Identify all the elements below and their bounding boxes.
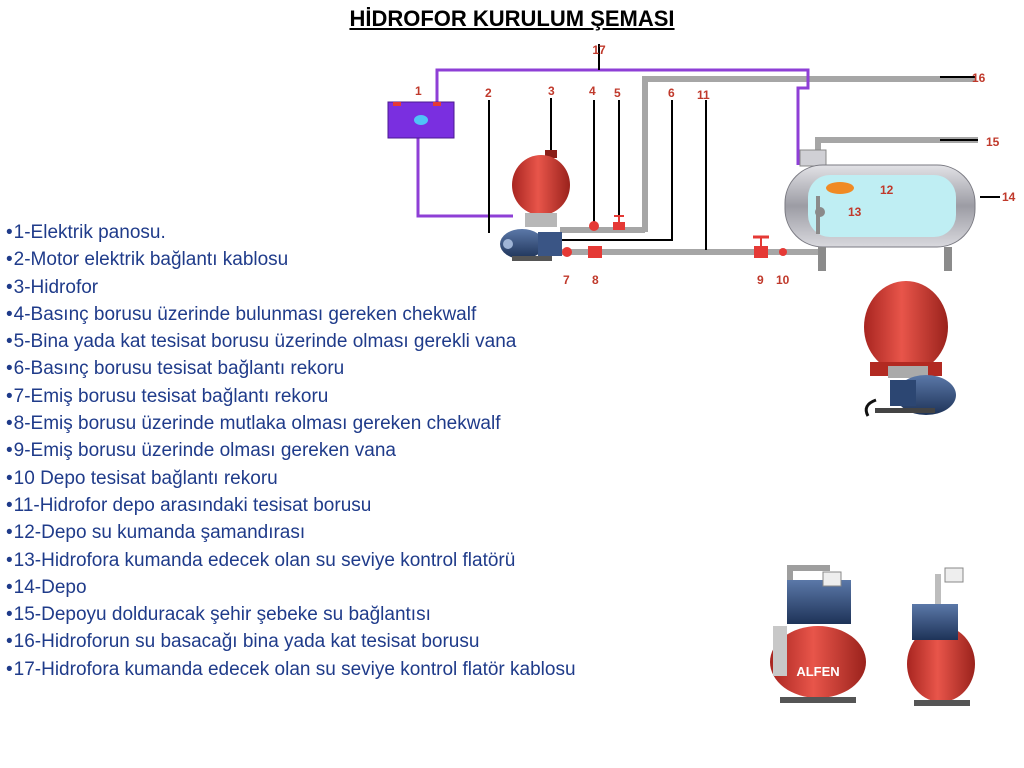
label-16: 16 bbox=[972, 71, 986, 85]
valve-5 bbox=[613, 222, 625, 230]
legend-item: •2-Motor elektrik bağlantı kablosu bbox=[6, 249, 289, 271]
label-8: 8 bbox=[592, 273, 599, 287]
legend-item: •5-Bina yada kat tesisat borusu üzerinde… bbox=[6, 331, 517, 353]
water-depot bbox=[784, 149, 976, 271]
component-legend: •1-Elektrik panosu. •2-Motor elektrik ba… bbox=[6, 219, 576, 683]
legend-item: •4-Basınç borusu üzerinde bulunması gere… bbox=[6, 303, 477, 325]
label-2: 2 bbox=[485, 86, 492, 100]
label-14: 14 bbox=[1002, 190, 1016, 204]
label-5: 5 bbox=[614, 86, 621, 100]
legend-item: •9-Emiş borusu üzerinde olması gereken v… bbox=[6, 440, 396, 462]
label-12: 12 bbox=[880, 183, 894, 197]
page-title: HİDROFOR KURULUM ŞEMASI bbox=[349, 6, 675, 31]
pump-motor bbox=[500, 229, 544, 259]
pipe-15-city-supply bbox=[815, 137, 978, 152]
legend-item: •17-Hidrofora kumanda edecek olan su sev… bbox=[6, 658, 576, 680]
label-15: 15 bbox=[986, 135, 1000, 149]
check-valve-4 bbox=[589, 221, 599, 231]
legend-item: •14-Depo bbox=[6, 576, 87, 598]
union-10 bbox=[779, 248, 787, 256]
pipe-16-building bbox=[642, 76, 975, 232]
legend-item: •6-Basınç borusu tesisat bağlantı rekoru bbox=[6, 358, 345, 380]
hydrophore-product-photo-1 bbox=[864, 281, 956, 417]
hydrophore-unit bbox=[500, 150, 570, 261]
brand-label-alfen: ALFEN bbox=[796, 664, 839, 679]
check-valve-8 bbox=[588, 246, 602, 258]
cable-2-motor bbox=[416, 138, 513, 218]
pressure-tank bbox=[512, 155, 570, 215]
fittings bbox=[562, 215, 787, 258]
label-11: 11 bbox=[697, 88, 710, 102]
level-float-13 bbox=[815, 207, 825, 217]
legend-item: •7-Emiş borusu tesisat bağlantı rekoru bbox=[6, 385, 329, 407]
legend-item: •13-Hidrofora kumanda edecek olan su sev… bbox=[6, 549, 516, 571]
number-labels: 17 1 2 3 4 5 6 11 16 15 12 13 14 7 8 9 1… bbox=[415, 43, 1016, 287]
leader-lines bbox=[488, 44, 1000, 250]
label-3: 3 bbox=[548, 84, 555, 98]
leader-line-6 bbox=[560, 100, 673, 241]
label-6: 6 bbox=[668, 86, 675, 100]
legend-item: •11-Hidrofor depo arasındaki tesisat bor… bbox=[6, 494, 372, 516]
legend-item: •12-Depo su kumanda şamandırası bbox=[6, 522, 306, 544]
legend-item: •3-Hidrofor bbox=[6, 276, 99, 298]
electric-panel bbox=[387, 101, 455, 139]
legend-item: •15-Depoyu dolduracak şehir şebeke su ba… bbox=[6, 604, 431, 626]
panel-indicator-icon bbox=[414, 115, 428, 125]
valve-9 bbox=[754, 246, 768, 258]
label-9: 9 bbox=[757, 273, 764, 287]
legend-item: •8-Emiş borusu üzerinde mutlaka olması g… bbox=[6, 413, 501, 435]
label-7: 7 bbox=[563, 273, 570, 287]
label-4: 4 bbox=[589, 84, 596, 98]
legend-item: •16-Hidroforun su basacağı bina yada kat… bbox=[6, 631, 480, 653]
label-1: 1 bbox=[415, 84, 422, 98]
cable-17-level-float bbox=[435, 68, 810, 165]
legend-item: •10 Depo tesisat bağlantı rekoru bbox=[6, 467, 278, 489]
union-7 bbox=[562, 247, 572, 257]
hydrophore-product-photo-3 bbox=[907, 567, 975, 706]
label-17: 17 bbox=[592, 43, 606, 57]
hydrophore-product-photo-2: ALFEN bbox=[770, 565, 866, 703]
legend-item: •1-Elektrik panosu. bbox=[6, 222, 166, 243]
float-12 bbox=[826, 182, 854, 194]
control-cables bbox=[416, 68, 810, 218]
label-10: 10 bbox=[776, 273, 790, 287]
label-13: 13 bbox=[848, 205, 862, 219]
